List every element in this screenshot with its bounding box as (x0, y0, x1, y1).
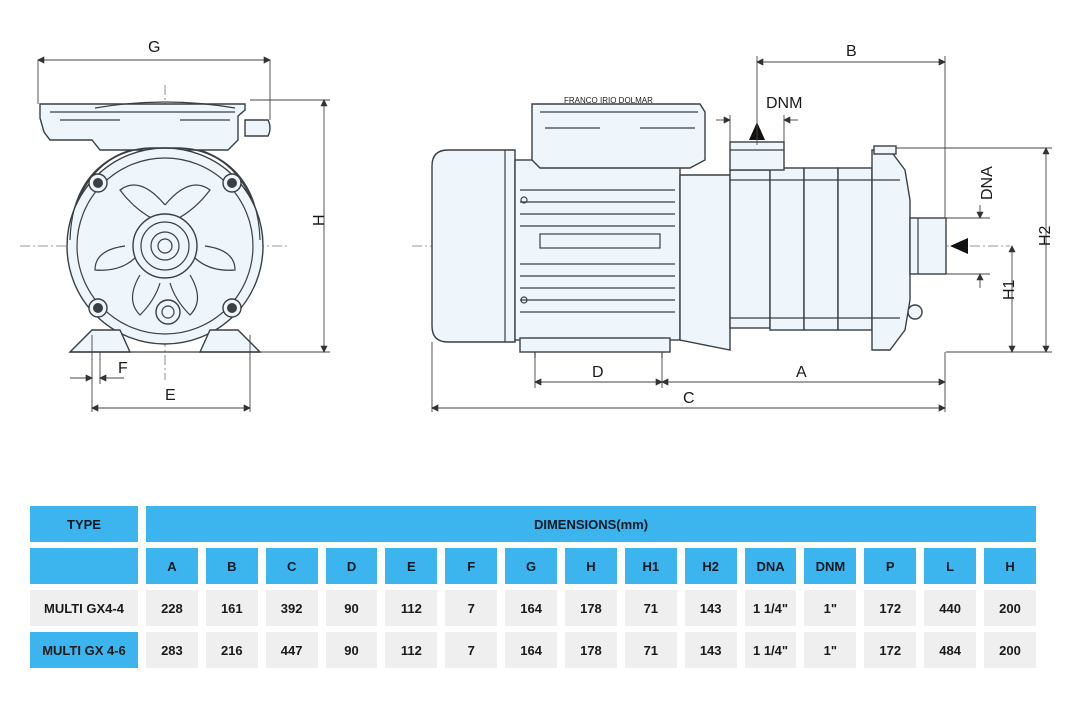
front-view: G H F E (20, 39, 330, 412)
dimension-cell: 484 (924, 632, 977, 668)
column-header: DNM (804, 548, 857, 584)
column-header: L (924, 548, 977, 584)
dimension-cell: 1 1/4" (744, 590, 797, 626)
column-header: G (505, 548, 558, 584)
dimension-cell: 71 (624, 590, 677, 626)
column-header: H1 (624, 548, 677, 584)
dimension-cell: 172 (864, 590, 917, 626)
label-DNA: DNA (979, 166, 996, 200)
column-header: H (565, 548, 617, 584)
column-header: P (864, 548, 917, 584)
nameplate-text: FRANCO IRIO DOLMAR (564, 96, 653, 105)
dimension-cell: 392 (265, 590, 318, 626)
dimension-cell: 164 (505, 632, 558, 668)
side-view: FRANCO IRIO DOLMAR B (412, 43, 1054, 412)
dimension-cell: 216 (205, 632, 258, 668)
label-H1: H1 (1001, 279, 1018, 300)
dimension-cell: 178 (565, 632, 617, 668)
table-title-row: TYPE DIMENSIONS(mm) (30, 506, 1036, 542)
dimension-cell: 71 (624, 632, 677, 668)
label-D: D (592, 364, 604, 381)
dimension-cell: 1 1/4" (744, 632, 797, 668)
label-A: A (796, 364, 807, 381)
dimension-cell: 178 (565, 590, 617, 626)
type-header: TYPE (30, 506, 138, 542)
column-header: B (205, 548, 258, 584)
label-DNM: DNM (766, 95, 802, 112)
label-B: B (846, 43, 857, 60)
dimension-cell: 283 (146, 632, 198, 668)
dimension-cell: 228 (146, 590, 198, 626)
column-header: C (265, 548, 318, 584)
label-G: G (148, 39, 160, 56)
dimension-cell: 200 (984, 632, 1036, 668)
dimension-cell: 447 (265, 632, 318, 668)
dimension-cell: 200 (984, 590, 1036, 626)
model-type-cell: MULTI GX 4-6 (30, 632, 138, 668)
label-C: C (683, 390, 695, 407)
dimension-cell: 440 (924, 590, 977, 626)
label-H2: H2 (1037, 225, 1054, 246)
model-type-cell: MULTI GX4-4 (30, 590, 138, 626)
dimension-cell: 1" (804, 632, 857, 668)
column-header: E (385, 548, 438, 584)
dimension-cell: 143 (684, 590, 737, 626)
dimensions-header: DIMENSIONS(mm) (146, 506, 1036, 542)
label-E: E (165, 387, 176, 404)
dimension-cell: 112 (385, 590, 438, 626)
dimension-cell: 90 (325, 590, 378, 626)
dimension-cell: 7 (445, 632, 498, 668)
label-F: F (118, 360, 128, 377)
column-header: H (984, 548, 1036, 584)
dimension-cell: 143 (684, 632, 737, 668)
dimension-cell: 172 (864, 632, 917, 668)
column-header: A (146, 548, 198, 584)
dimension-cell: 90 (325, 632, 378, 668)
dimension-cell: 7 (445, 590, 498, 626)
column-header: H2 (684, 548, 737, 584)
dimension-cell: 1" (804, 590, 857, 626)
column-header: F (445, 548, 498, 584)
label-H: H (311, 214, 328, 226)
dimension-cell: 161 (205, 590, 258, 626)
column-header-blank (30, 548, 138, 584)
dimension-cell: 164 (505, 590, 558, 626)
column-header: D (325, 548, 378, 584)
pump-technical-drawing: G H F E (20, 39, 1054, 412)
column-header: DNA (744, 548, 797, 584)
dimension-cell: 112 (385, 632, 438, 668)
